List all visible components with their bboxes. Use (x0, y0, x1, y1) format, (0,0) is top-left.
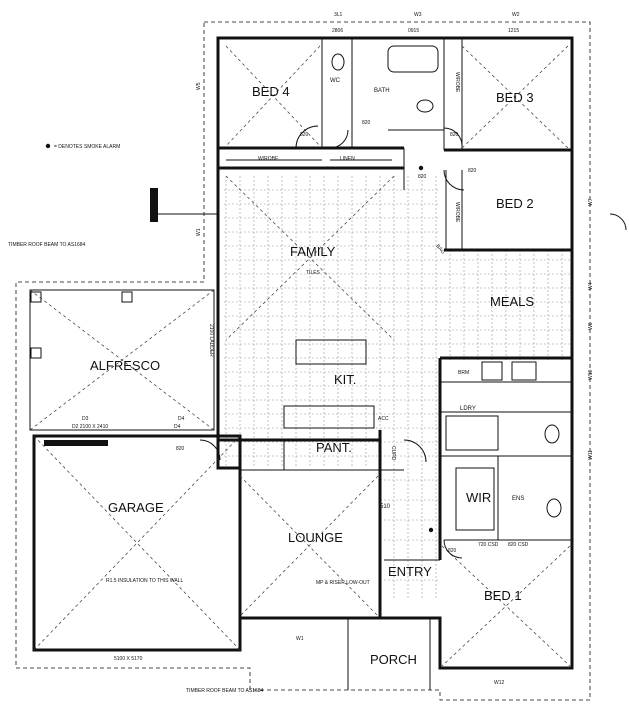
window-label-3: W6 (588, 322, 594, 330)
door-label-8: 820 (448, 548, 457, 554)
label-wrobe-bed3: W/ROBE (454, 72, 460, 93)
dim-top-3: 2806 (332, 28, 343, 34)
room-porch: PORCH (370, 652, 417, 667)
window-label-2: W4 (588, 282, 594, 290)
dim-top-4: 0915 (408, 28, 419, 34)
note-insulation: R1.5 INSULATION TO THIS WALL (106, 578, 183, 584)
label-broom: BRM (458, 370, 469, 376)
label-acc: ACC (378, 416, 389, 422)
room-entry: ENTRY (388, 564, 432, 579)
door-label-5: 820 (176, 446, 185, 452)
dim-top-1: W3 (414, 12, 422, 18)
eave-line (15, 21, 591, 701)
room-bed1: BED 1 (484, 588, 522, 603)
family-floor-finish: TILES (306, 270, 321, 276)
north-arrow (609, 213, 627, 231)
window-label-6: W11 (588, 450, 594, 460)
window-label-4: W7 (588, 198, 594, 206)
bathroom-fixtures (331, 45, 562, 518)
room-wir: WIR (466, 490, 491, 505)
door-label-6: 720 CSD (478, 542, 499, 548)
section-marker (150, 188, 158, 222)
label-cupd: CUPD (390, 446, 396, 461)
label-bag: BAG (434, 243, 445, 255)
window-label-0: W5 (196, 82, 202, 90)
lounge-walls (347, 470, 440, 690)
label-wrobe-bed2: W/ROBE (454, 202, 460, 223)
window-label-8: W1 (296, 636, 304, 642)
door-label-0: 820 (300, 132, 309, 138)
room-ensuite: ENS (512, 496, 524, 502)
note-510: 510 (380, 504, 391, 510)
label-linen: LINEN (340, 156, 355, 162)
room-wc: WC (330, 78, 341, 84)
room-laundry: LDRY (460, 406, 476, 412)
note-beam-top: TIMBER ROOF BEAM TO AS1684 (8, 242, 86, 248)
door-swings (199, 125, 465, 559)
note-d4: D4 (174, 424, 181, 430)
room-garage: GARAGE (108, 500, 164, 515)
door-label-7: 820 CSD (508, 542, 529, 548)
tile-grid (224, 176, 572, 600)
note-ladder: 2100 LADDER (208, 324, 214, 357)
room-diagonals (225, 45, 571, 667)
window-label-9: D3 (82, 416, 89, 422)
dim-top-5: 1215 (508, 28, 519, 34)
door-label-2: 820 (450, 132, 459, 138)
window-label-7: W12 (494, 680, 505, 686)
room-alfresco: ALFRESCO (90, 358, 160, 373)
room-lounge: LOUNGE (288, 530, 343, 545)
note-garage-size: 5100 X 5170 (114, 656, 143, 662)
window-label-1: W1 (196, 228, 202, 236)
kitchen-walls (218, 339, 572, 560)
note-beam-bottom: TIMBER ROOF BEAM TO AS1684 (186, 688, 264, 694)
room-bed2: BED 2 (496, 196, 534, 211)
external-walls (216, 36, 574, 670)
window-label-10: D4 (178, 416, 185, 422)
room-family: FAMILY (290, 244, 336, 259)
room-bed4: BED 4 (252, 84, 290, 99)
outdoor-areas (29, 289, 242, 652)
window-label-5: W10 (588, 370, 594, 381)
note-alfresco-size: D2 2100 X 2410 (72, 424, 108, 430)
note-riser: MP & RISER LOW-OUT (316, 580, 370, 586)
room-kitchen: KIT. (334, 372, 356, 387)
dim-top-2: W2 (512, 12, 520, 18)
internal-walls (218, 38, 572, 252)
room-pantry: PANT. (316, 440, 352, 455)
door-label-1: 820 (362, 120, 371, 126)
room-bed3: BED 3 (496, 90, 534, 105)
room-meals: MEALS (490, 294, 534, 309)
smoke-alarm-legend: = DENOTES SMOKE ALARM (54, 144, 120, 150)
smoke-alarms (45, 143, 434, 533)
label-wrobe-bed4: W/ROBE (258, 156, 279, 162)
room-bath: BATH (374, 88, 390, 94)
door-label-4: 820 (418, 174, 427, 180)
dim-top-0: 3L1 (334, 12, 343, 18)
door-label-3: 820 (468, 168, 477, 174)
